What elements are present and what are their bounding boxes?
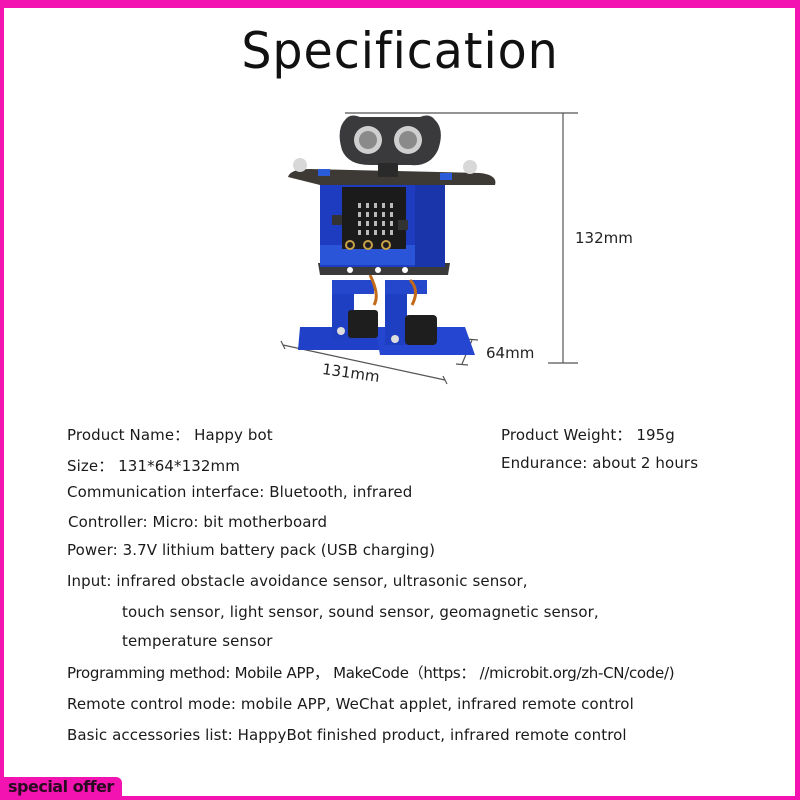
height-dimension-label: 132mm	[575, 229, 633, 247]
depth-dimension-label: 64mm	[486, 344, 535, 362]
spec-endurance: Endurance: about 2 hours	[501, 454, 699, 472]
spec-size: Size： 131*64*132mm	[67, 457, 240, 475]
spec-remote-control-mode: Remote control mode: mobile APP, WeChat …	[67, 695, 634, 713]
spec-programming-method: Programming method: Mobile APP， MakeCode…	[67, 664, 675, 682]
spec-input-line1: Input: infrared obstacle avoidance senso…	[67, 572, 528, 590]
special-offer-badge: special offer	[4, 777, 122, 796]
spec-input-line2: touch sensor, light sensor, sound sensor…	[122, 603, 599, 621]
spec-product-weight: Product Weight： 195g	[501, 426, 675, 444]
spec-controller: Controller: Micro: bit motherboard	[68, 513, 328, 531]
spec-accessories-list: Basic accessories list: HappyBot finishe…	[67, 726, 627, 744]
robot-product-image	[288, 115, 496, 355]
page-title: Specification	[241, 22, 559, 80]
spec-power: Power: 3.7V lithium battery pack (USB ch…	[67, 541, 436, 559]
spec-input-line3: temperature sensor	[122, 632, 273, 650]
spec-product-name: Product Name： Happy bot	[67, 426, 273, 444]
spec-communication-interface: Communication interface: Bluetooth, infr…	[67, 483, 413, 501]
